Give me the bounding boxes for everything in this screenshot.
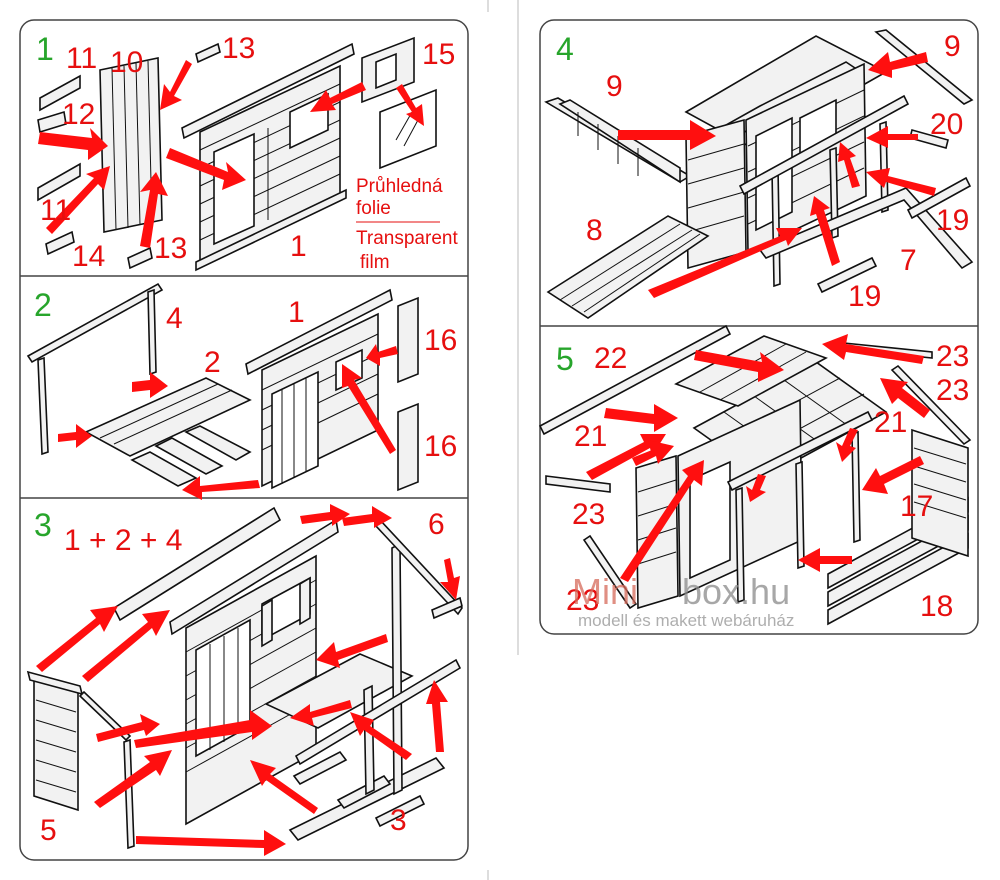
part-label: 23 [572, 498, 605, 531]
part-label: 1 [290, 230, 307, 263]
step-2-labels: 4 1 2 16 16 [166, 296, 457, 463]
step-number-1: 1 [36, 31, 54, 67]
part-label: 12 [62, 98, 95, 131]
part-label: 9 [606, 70, 623, 103]
part-label: 23 [936, 374, 969, 407]
part-label: 20 [930, 108, 963, 141]
step-3-formula: 1 + 2 + 4 [64, 524, 182, 557]
part-label: 17 [900, 490, 933, 523]
part-label: 13 [222, 32, 255, 65]
part-label: 16 [424, 430, 457, 463]
part-label: 3 [390, 804, 407, 837]
step-5-labels: 22 23 23 21 21 17 23 23 18 [566, 340, 969, 623]
watermark: Mini box.hu modell és makett webáruház [572, 571, 794, 630]
watermark-tagline: modell és makett webáruház [578, 611, 794, 630]
step-4-illustration [544, 29, 974, 319]
part-label: 21 [574, 420, 607, 453]
part-label: 1 [288, 296, 305, 329]
step-1-labels: 11 10 13 15 12 11 14 13 1 [40, 32, 455, 273]
step-2-illustration [26, 282, 419, 500]
part-label: 13 [154, 232, 187, 265]
part-label: 23 [936, 340, 969, 373]
step-4-labels: 9 9 20 8 19 7 19 [586, 30, 969, 313]
step-1-illustration [37, 36, 440, 272]
caption-line: Průhledná [356, 176, 443, 197]
step-number-2: 2 [34, 287, 52, 323]
step-5-illustration [538, 324, 972, 626]
caption-line: Transparent [356, 228, 458, 249]
step-number-3: 3 [34, 507, 52, 543]
watermark-brand-b: box.hu [682, 571, 790, 612]
step-3-labels: 6 5 3 [40, 508, 445, 847]
part-label: 18 [920, 590, 953, 623]
part-label: 4 [166, 302, 183, 335]
caption-line: film [360, 252, 390, 273]
part-label: 10 [110, 46, 143, 79]
part-label: 15 [422, 38, 455, 71]
step-number-5: 5 [556, 341, 574, 377]
part-label: 2 [204, 346, 221, 379]
caption-line: folie [356, 198, 391, 219]
watermark-brand-a: Mini [572, 571, 638, 612]
part-label: 9 [944, 30, 961, 63]
part-label: 14 [72, 240, 105, 273]
part-label: 19 [936, 204, 969, 237]
part-label: 16 [424, 324, 457, 357]
part-label: 11 [40, 194, 71, 227]
part-label: 21 [874, 406, 907, 439]
transparent-film-caption: Průhledná folie Transparent film [356, 176, 458, 273]
part-label: 8 [586, 214, 603, 247]
part-label: 23 [566, 584, 599, 617]
step-number-4: 4 [556, 31, 574, 67]
part-label: 19 [848, 280, 881, 313]
step-3-illustration [26, 504, 464, 856]
part-label: 11 [66, 42, 97, 75]
part-label: 5 [40, 814, 57, 847]
part-label: 7 [900, 244, 917, 277]
part-label: 6 [428, 508, 445, 541]
part-label: 22 [594, 342, 627, 375]
